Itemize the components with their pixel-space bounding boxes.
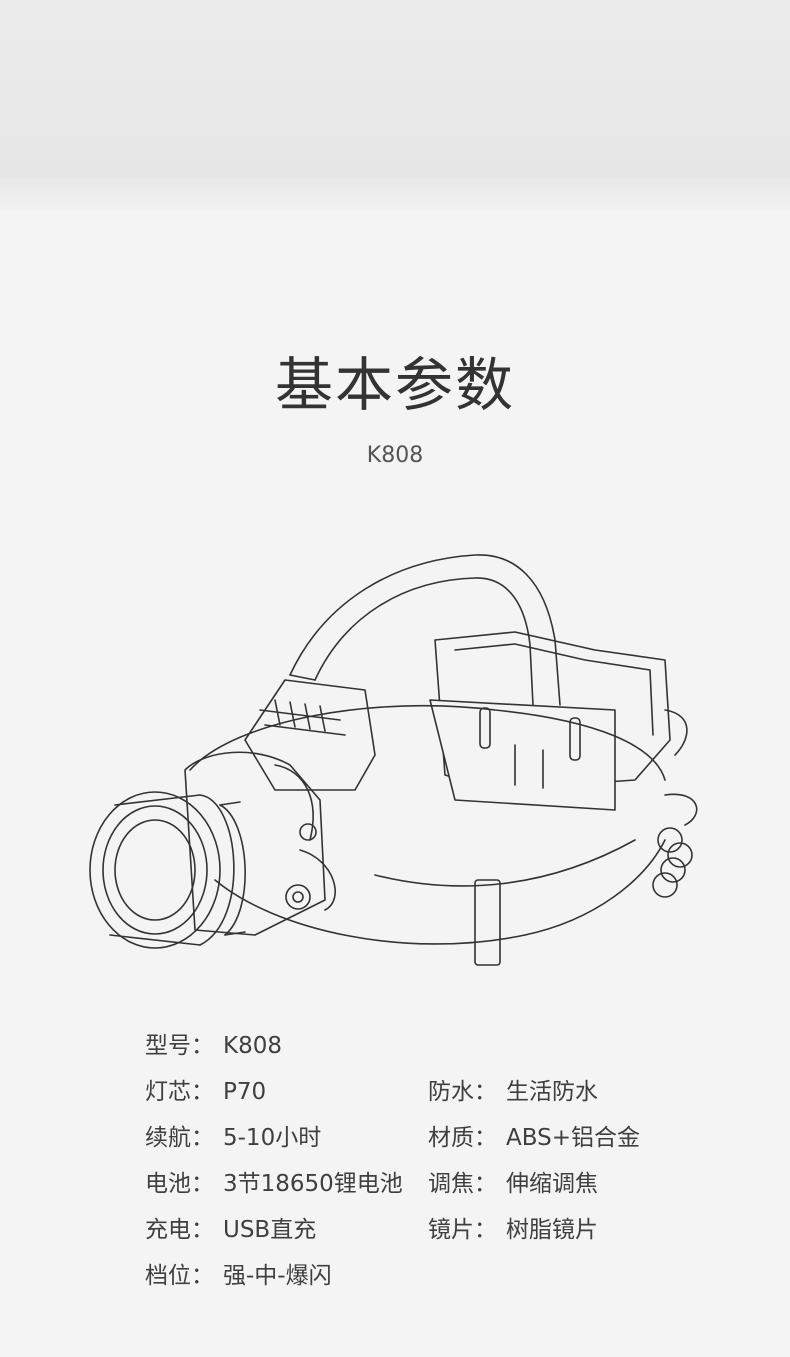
- spec-value: K808: [223, 1033, 282, 1059]
- spec-value: 树脂镜片: [506, 1217, 598, 1243]
- model-subtitle: K808: [366, 443, 424, 468]
- spec-charging: 充电： USB直充: [145, 1210, 316, 1244]
- top-band-shadow: [0, 178, 790, 210]
- spec-value: P70: [223, 1079, 267, 1105]
- spec-value: 3节18650锂电池: [223, 1171, 403, 1197]
- spec-label: 档位：: [145, 1263, 214, 1289]
- spec-value: 生活防水: [506, 1079, 598, 1105]
- spec-model: 型号： K808: [145, 1026, 282, 1060]
- headlamp-line-drawing: [89, 554, 698, 966]
- spec-led: 灯芯： P70: [145, 1072, 266, 1106]
- spec-label: 防水：: [428, 1079, 497, 1105]
- spec-battery: 电池： 3节18650锂电池: [145, 1164, 403, 1198]
- spec-value: 5-10小时: [223, 1125, 322, 1151]
- spec-label: 电池：: [145, 1171, 214, 1197]
- spec-label: 镜片：: [428, 1217, 497, 1243]
- spec-label: 调焦：: [428, 1171, 497, 1197]
- spec-label: 充电：: [145, 1217, 214, 1243]
- spec-value: 伸缩调焦: [506, 1171, 598, 1197]
- spec-modes: 档位： 强-中-爆闪: [145, 1256, 332, 1290]
- spec-value: 强-中-爆闪: [223, 1263, 332, 1289]
- spec-value: ABS+铝合金: [506, 1125, 640, 1151]
- spec-label: 材质：: [428, 1125, 497, 1151]
- spec-label: 续航：: [145, 1125, 214, 1151]
- spec-lens: 镜片： 树脂镜片: [428, 1210, 598, 1244]
- spec-value: USB直充: [223, 1217, 317, 1243]
- spec-focus: 调焦： 伸缩调焦: [428, 1164, 598, 1198]
- spec-label: 灯芯：: [145, 1079, 214, 1105]
- top-gray-band: [0, 0, 790, 178]
- spec-material: 材质： ABS+铝合金: [428, 1118, 640, 1152]
- spec-waterproof: 防水： 生活防水: [428, 1072, 598, 1106]
- spec-runtime: 续航： 5-10小时: [145, 1118, 321, 1152]
- spec-label: 型号：: [145, 1033, 214, 1059]
- page-title: 基本参数: [274, 351, 515, 419]
